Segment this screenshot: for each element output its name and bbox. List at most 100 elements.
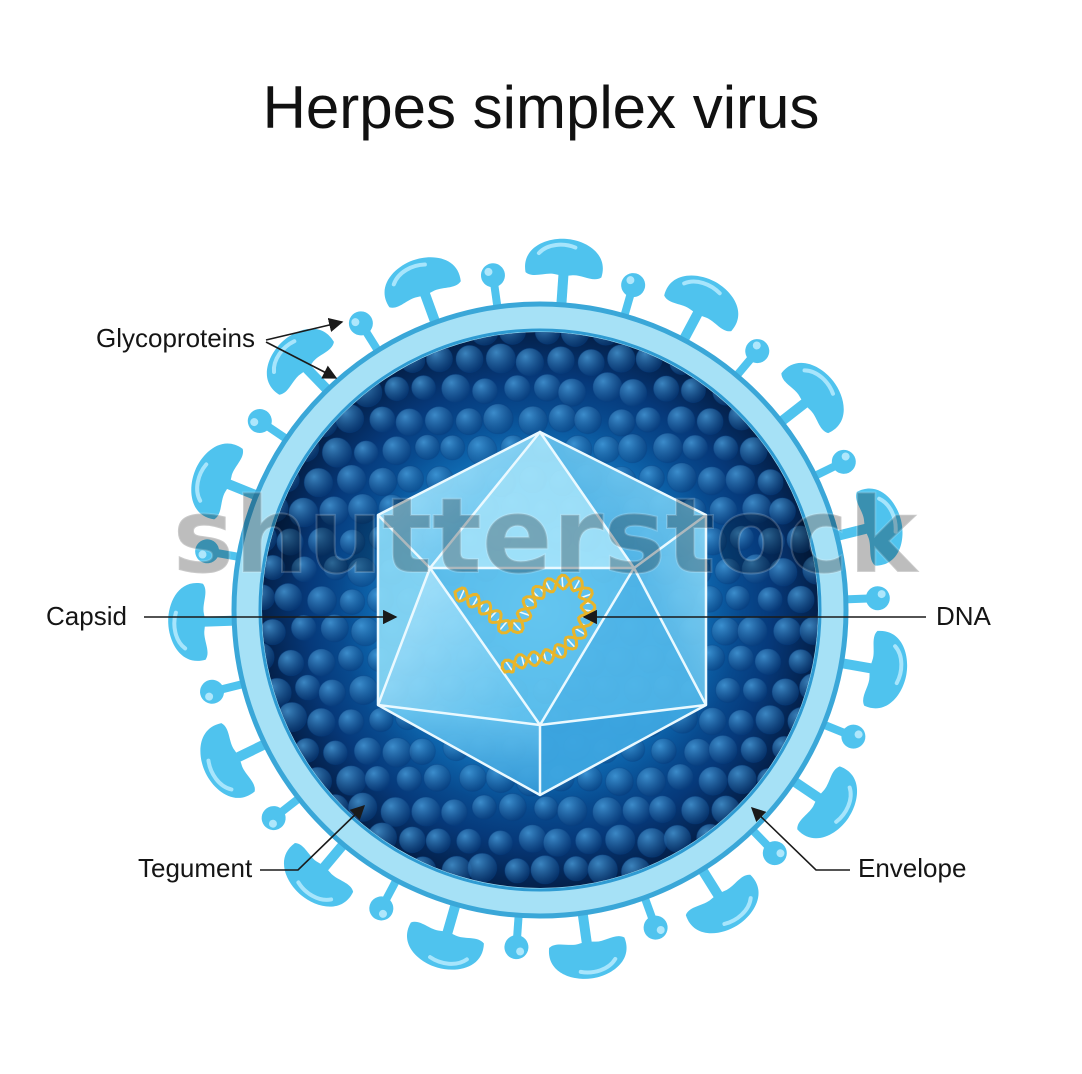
tegument-protein — [303, 467, 334, 498]
tegument-protein — [353, 440, 379, 466]
tegument-protein — [754, 648, 782, 675]
tegument-protein — [294, 674, 321, 701]
tegument-protein — [680, 795, 710, 825]
tegument-protein — [682, 434, 709, 461]
dna-base-pair — [572, 578, 581, 592]
tegument-protein — [618, 378, 648, 407]
tegument-protein — [353, 736, 382, 766]
tegument-protein — [487, 830, 513, 856]
glycoprotein-spikes — [168, 238, 908, 979]
label-glycoproteins: Glycoproteins — [96, 317, 344, 379]
tegument-protein — [727, 709, 754, 736]
tegument-protein — [321, 437, 353, 468]
tegument-label: Tegument — [138, 853, 253, 883]
glycoprotein-large — [200, 723, 275, 798]
glycoprotein-small — [195, 539, 244, 564]
dna-base-pair — [498, 620, 509, 632]
tegument-protein — [262, 554, 286, 581]
tegument-protein — [485, 343, 516, 374]
tegument-arrow — [260, 804, 366, 871]
label-tegument: Tegument — [138, 804, 366, 883]
envelope-arrow — [750, 806, 850, 871]
dna-base-pair — [574, 627, 587, 636]
envelope-inner-edge — [258, 328, 822, 892]
tegument-protein — [546, 346, 575, 375]
dna-base-pair — [511, 620, 523, 633]
tegument-protein — [274, 582, 303, 612]
tegument-protein — [757, 586, 783, 613]
dna-base-pair — [565, 637, 577, 649]
tegument-protein — [771, 678, 800, 706]
tegument-protein — [467, 852, 498, 883]
tegument-protein — [786, 585, 815, 614]
tegument-protein — [592, 371, 623, 403]
glycoproteins-arrow-lower — [265, 341, 338, 379]
tegument-protein — [757, 468, 784, 496]
tegument-protein — [755, 704, 785, 735]
glycoproteins-arrow-upper — [265, 317, 344, 341]
tegument-protein — [398, 826, 426, 854]
tegument-protein — [515, 347, 545, 377]
watermark: shutterstock — [172, 475, 920, 597]
dna-backbone — [453, 573, 594, 674]
glycoprotein-small — [841, 586, 890, 611]
tegument-protein — [518, 824, 547, 853]
tegument-protein — [698, 766, 728, 796]
label-envelope: Envelope — [750, 806, 966, 883]
tegument-protein — [696, 407, 724, 436]
label-capsid: Capsid — [46, 601, 398, 631]
tegument-protein — [503, 374, 531, 402]
diagram-title: Herpes simplex virus — [263, 74, 820, 141]
tegument-protein — [636, 827, 668, 858]
tegument-protein — [534, 332, 561, 345]
envelope-label: Envelope — [858, 853, 966, 883]
tegument-protein — [288, 497, 319, 528]
tegument-protein — [577, 348, 605, 377]
tegument-protein — [772, 616, 802, 646]
tegument-protein — [364, 765, 391, 792]
tegument-protein — [574, 827, 603, 855]
tegument-protein — [318, 679, 347, 707]
tegument-protein — [712, 435, 739, 461]
tegument-protein — [456, 828, 482, 854]
glycoprotein-small — [504, 910, 529, 960]
tegument-protein — [307, 648, 336, 677]
tegument-protein — [441, 373, 471, 404]
tegument-protein — [742, 677, 768, 703]
capsid-label: Capsid — [46, 601, 127, 631]
tegument-protein — [727, 764, 757, 795]
tegument-protein — [498, 332, 527, 346]
tegument-protein — [708, 734, 738, 765]
tegument-protein — [307, 527, 337, 557]
tegument-protein — [680, 377, 706, 404]
dna-base-pair — [504, 659, 514, 673]
tegument-protein — [666, 405, 696, 435]
tegument-protein — [725, 464, 756, 495]
tegument-protein — [533, 373, 562, 402]
tegument-protein — [369, 406, 396, 433]
glycoprotein-small — [480, 263, 505, 312]
tegument-protein — [740, 736, 768, 763]
tegument-protein — [768, 557, 798, 587]
tegument-protein — [384, 376, 410, 402]
tegument-protein — [290, 614, 317, 641]
tegument-protein — [739, 436, 768, 466]
glycoprotein-small — [200, 679, 248, 704]
tegument-protein — [604, 824, 636, 855]
tegument-protein — [425, 828, 452, 854]
tegument-protein — [471, 377, 499, 405]
tegument-protein — [276, 528, 304, 556]
tegument-protein — [335, 765, 367, 796]
tegument-protein — [455, 344, 484, 374]
tegument-protein — [652, 375, 680, 402]
tegument-protein — [757, 527, 786, 555]
tegument-protein — [291, 556, 318, 583]
tegument-protein — [530, 855, 560, 885]
dna-strand — [453, 573, 597, 674]
label-dna: DNA — [582, 601, 992, 631]
dna-base-pair — [517, 610, 532, 617]
tegument-protein — [542, 828, 572, 857]
dna-base-pair — [554, 645, 563, 658]
tegument-protein — [380, 796, 411, 827]
